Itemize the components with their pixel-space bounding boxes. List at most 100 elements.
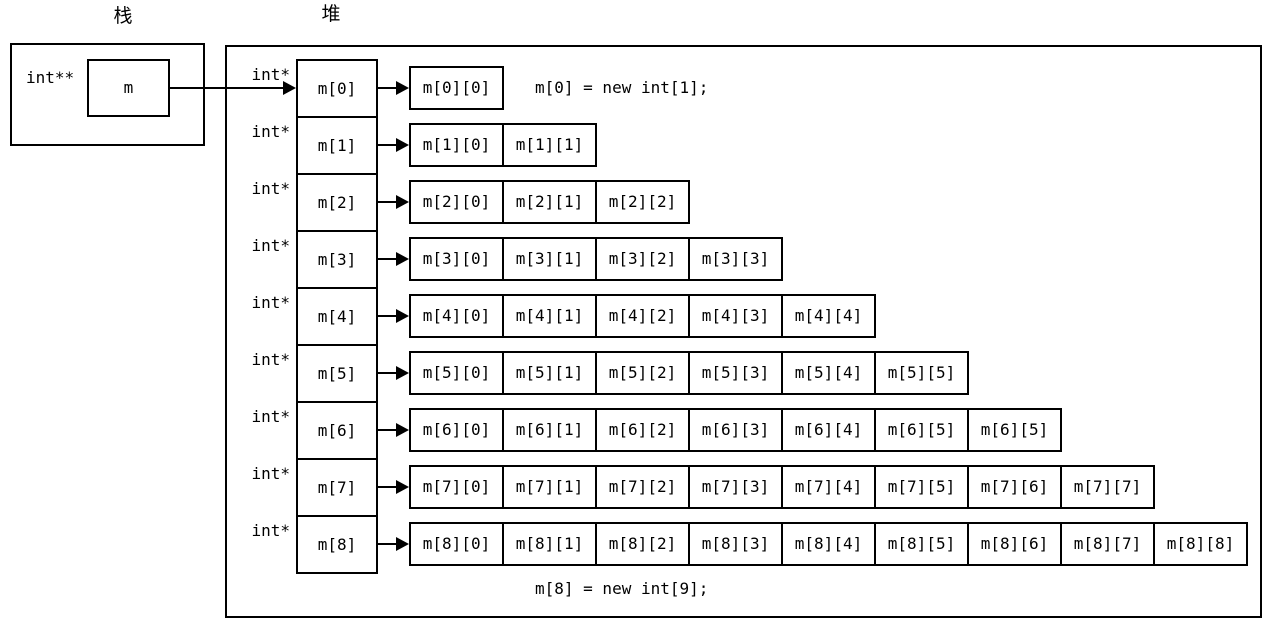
array-cell: m[5][5] xyxy=(874,351,969,395)
row-arrow-head xyxy=(396,138,409,152)
array-cell-row: m[8][0]m[8][1]m[8][2]m[8][3]m[8][4]m[8][… xyxy=(409,522,1248,566)
array-cell: m[6][2] xyxy=(595,408,690,452)
row-arrow-head xyxy=(396,252,409,266)
heap-box xyxy=(225,45,1262,618)
array-cell: m[3][2] xyxy=(595,237,690,281)
array-cell-row: m[1][0]m[1][1] xyxy=(409,123,597,167)
array-cell: m[6][5] xyxy=(874,408,969,452)
row-pointer-type-label: int* xyxy=(251,407,290,426)
row-annotation: m[8] = new int[9]; xyxy=(535,579,709,598)
array-cell: m[7][1] xyxy=(502,465,597,509)
row-pointer-box: m[5] xyxy=(296,344,378,403)
array-cell: m[6][4] xyxy=(781,408,876,452)
row-pointer-type-label: int* xyxy=(251,521,290,540)
stack-title: 栈 xyxy=(113,5,133,27)
array-cell: m[6][0] xyxy=(409,408,504,452)
row-pointer-type-label: int* xyxy=(251,122,290,141)
row-pointer-box: m[2] xyxy=(296,173,378,232)
row-pointer-type-label: int* xyxy=(251,293,290,312)
row-arrow-line xyxy=(378,315,397,317)
array-cell: m[5][0] xyxy=(409,351,504,395)
array-cell: m[4][4] xyxy=(781,294,876,338)
array-cell: m[4][0] xyxy=(409,294,504,338)
array-cell: m[3][3] xyxy=(688,237,783,281)
row-arrow-line xyxy=(378,144,397,146)
row-pointer-type-label: int* xyxy=(251,350,290,369)
array-cell: m[8][3] xyxy=(688,522,783,566)
row-arrow-line xyxy=(378,201,397,203)
array-cell: m[8][0] xyxy=(409,522,504,566)
row-arrow-line xyxy=(378,543,397,545)
array-cell: m[3][1] xyxy=(502,237,597,281)
array-cell-row: m[3][0]m[3][1]m[3][2]m[3][3] xyxy=(409,237,783,281)
row-pointer-type-label: int* xyxy=(251,179,290,198)
stack-box xyxy=(10,43,205,146)
row-pointer-box: m[8] xyxy=(296,515,378,574)
array-cell: m[5][1] xyxy=(502,351,597,395)
array-cell: m[6][3] xyxy=(688,408,783,452)
array-cell-row: m[2][0]m[2][1]m[2][2] xyxy=(409,180,690,224)
row-pointer-type-label: int* xyxy=(251,236,290,255)
array-cell: m[5][4] xyxy=(781,351,876,395)
row-pointer-box: m[4] xyxy=(296,287,378,346)
array-cell: m[6][5] xyxy=(967,408,1062,452)
array-cell: m[8][7] xyxy=(1060,522,1155,566)
row-arrow-line xyxy=(378,258,397,260)
row-arrow-line xyxy=(378,372,397,374)
array-cell-row: m[0][0] xyxy=(409,66,504,110)
array-cell: m[3][0] xyxy=(409,237,504,281)
row-pointer-box: m[1] xyxy=(296,116,378,175)
array-cell: m[8][4] xyxy=(781,522,876,566)
row-pointer-box: m[7] xyxy=(296,458,378,517)
array-cell: m[1][1] xyxy=(502,123,597,167)
array-cell: m[2][2] xyxy=(595,180,690,224)
row-pointer-type-label: int* xyxy=(251,464,290,483)
row-arrow-head xyxy=(396,480,409,494)
array-cell-row: m[7][0]m[7][1]m[7][2]m[7][3]m[7][4]m[7][… xyxy=(409,465,1155,509)
row-arrow-head xyxy=(396,195,409,209)
row-arrow-head xyxy=(396,423,409,437)
array-cell: m[8][6] xyxy=(967,522,1062,566)
row-pointer-type-label: int* xyxy=(251,65,290,84)
array-cell: m[8][8] xyxy=(1153,522,1248,566)
row-arrow-line xyxy=(378,429,397,431)
array-cell: m[7][0] xyxy=(409,465,504,509)
array-cell: m[7][7] xyxy=(1060,465,1155,509)
stack-pointer-box: m xyxy=(87,59,170,117)
row-arrow-head xyxy=(396,366,409,380)
array-cell: m[7][2] xyxy=(595,465,690,509)
row-pointer-box: m[3] xyxy=(296,230,378,289)
array-cell: m[5][2] xyxy=(595,351,690,395)
row-annotation: m[0] = new int[1]; xyxy=(535,78,709,97)
pointer-arrow-line xyxy=(170,87,284,89)
array-cell: m[8][1] xyxy=(502,522,597,566)
row-arrow-head xyxy=(396,309,409,323)
array-cell: m[2][1] xyxy=(502,180,597,224)
row-arrow-head xyxy=(396,81,409,95)
array-cell: m[6][1] xyxy=(502,408,597,452)
array-cell: m[4][2] xyxy=(595,294,690,338)
array-cell: m[7][3] xyxy=(688,465,783,509)
array-cell: m[8][2] xyxy=(595,522,690,566)
array-cell: m[8][5] xyxy=(874,522,969,566)
array-cell-row: m[4][0]m[4][1]m[4][2]m[4][3]m[4][4] xyxy=(409,294,876,338)
array-cell-row: m[6][0]m[6][1]m[6][2]m[6][3]m[6][4]m[6][… xyxy=(409,408,1062,452)
stack-pointer-label: m xyxy=(123,78,134,97)
array-cell: m[7][4] xyxy=(781,465,876,509)
row-pointer-box: m[6] xyxy=(296,401,378,460)
heap-title: 堆 xyxy=(321,3,341,25)
row-arrow-line xyxy=(378,87,397,89)
row-pointer-box: m[0] xyxy=(296,59,378,118)
row-arrow-head xyxy=(396,537,409,551)
array-cell: m[7][5] xyxy=(874,465,969,509)
stack-var-type-label: int** xyxy=(26,68,75,87)
array-cell: m[2][0] xyxy=(409,180,504,224)
array-cell: m[4][1] xyxy=(502,294,597,338)
array-cell: m[1][0] xyxy=(409,123,504,167)
pointer-arrow-head xyxy=(283,81,296,95)
array-cell: m[0][0] xyxy=(409,66,504,110)
array-cell: m[4][3] xyxy=(688,294,783,338)
array-cell-row: m[5][0]m[5][1]m[5][2]m[5][3]m[5][4]m[5][… xyxy=(409,351,969,395)
array-cell: m[5][3] xyxy=(688,351,783,395)
